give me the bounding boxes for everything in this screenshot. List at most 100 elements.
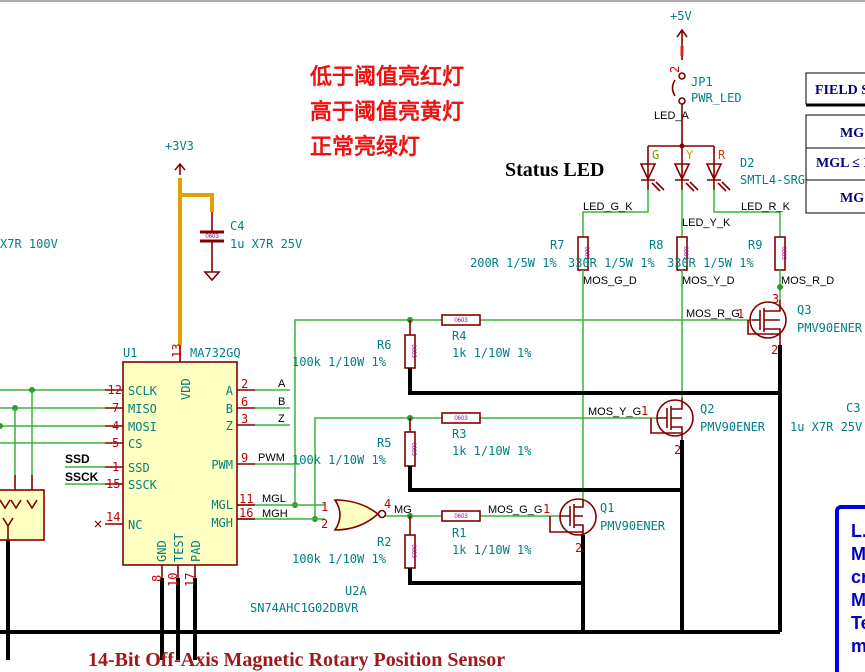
resistor-r8[interactable]: 0603 R8 330R 1/5W 1% [568,236,688,271]
resistors-footprint-label: 0603 [583,246,589,260]
mosfets-pin2-label: 2 [674,443,681,457]
resistors-footprint-label: 0603 [454,416,468,422]
resistors-r7-value-label: 200R 1/5W 1% [470,256,557,270]
mosfet-q1[interactable]: MOS_G_G 1 2 Q1 PMV90ENER [488,498,666,555]
u1-pins_left-6-name-label: NC [128,518,142,532]
resistors-r4-value-label: 1k 1/10W 1% [452,346,532,360]
u1-pins_bottom-0-name-label: GND [155,540,169,562]
nets-z-label: Z [278,413,285,425]
led-d2: G Y R D2 SMTL4-SRGY [639,148,813,192]
resistors-r2-ref-label: R2 [377,535,391,549]
resistor-r1[interactable]: 0603 R1 1k 1/10W 1% [441,510,532,557]
u1-pins_left-3-name-label: CS [128,437,142,451]
resistor-r2[interactable]: 0603 R2 100k 1/10W 1% [292,534,416,569]
resistor-r6[interactable]: 0603 R6 100k 1/10W 1% [292,334,416,369]
d2-g-label: G [652,148,659,162]
nets-mos_g_g-label: MOS_G_G [488,504,542,516]
table-header-label: FIELD S [815,83,865,98]
resistors-r8-ref-label: R8 [649,238,663,252]
resistor-r9[interactable]: 0603 R9 330R 1/5W 1% [667,236,786,271]
nets-mos_y_g-label: MOS_Y_G [588,406,641,418]
jp1-pin2-label: 2 [668,66,682,73]
resistor-r5[interactable]: 0603 R5 100k 1/10W 1% [292,431,416,467]
u1-pins_left-3-num-label: 5 [112,436,119,450]
u2a-in2-label: 2 [321,517,328,531]
mosfets-q1-value-label: PMV90ENER [600,519,666,533]
nets-a-label: A [278,378,286,390]
resistors-r3-ref-label: R3 [452,427,466,441]
jp1-ref: JP1 [691,75,713,89]
u1-ref-label: U1 [123,346,137,360]
u1-pins_right-5-name-label: MGH [211,516,233,530]
no-connect-icon [94,520,102,528]
resistors-footprint-label: 0603 [780,246,786,260]
jumper-jp1[interactable]: +5V 2 JP1 PWR_LED [668,9,742,105]
blue_note-2-label: cr [851,567,865,587]
u2a-in1-label: 1 [321,500,328,514]
resistors-r1-value-label: 1k 1/10W 1% [452,543,532,557]
net-led-a: LED_A [654,110,690,122]
u1-pins_left-2-name-label: MOSI [128,420,157,434]
resistors-r4-ref-label: R4 [452,329,466,343]
caps-c4-ref-label: C4 [230,219,244,233]
power-5v-label: +5V [670,9,692,23]
u1-pins_right-5-num-label: 16 [239,506,253,520]
u2a-value-label: SN74AHC1G02DBVR [250,601,359,615]
u1-pins_bottom-2-num-label: 17 [183,573,197,587]
mosfets-pin2-label: 2 [771,343,778,357]
resistors-r7-ref-label: R7 [550,238,564,252]
mosfet-q3[interactable]: MOS_R_G 1 3 2 Q3 PMV90ENER [686,292,863,357]
u1-pins_right-0-num-label: 2 [241,377,248,391]
resistors-footprint-label: 0603 [454,318,468,324]
nets-ssck-label: SSCK [65,470,99,484]
nets-mg-label: MG [394,504,412,516]
capacitor-c4[interactable]: 0603 C4 1u X7R 25V [200,212,302,282]
power-3v3-label: +3V3 [165,139,194,153]
resistors-r8-value-label: 330R 1/5W 1% [568,256,655,270]
nets-ssd-label: SSD [65,452,90,466]
jp1-value: PWR_LED [691,91,742,105]
nets-mgh-label: MGH [262,508,288,520]
blue_note-3-label: M [851,590,865,610]
c3-value: 1u X7R 25V [790,420,862,434]
resistors-r1-ref-label: R1 [452,526,466,540]
caps-c4-value-label: 1u X7R 25V [230,237,302,251]
nets-b-label: B [278,396,285,408]
u1-pins_right-2-name-label: Z [226,419,233,433]
mosfets-pin3-label: 3 [772,292,779,306]
c3-ref: C3 [846,401,860,415]
blue_note-5-label: m [851,636,865,656]
resistors-footprint-label: 0603 [410,344,416,358]
nets-led_r_k-label: LED_R_K [741,201,791,213]
resistors-r9-ref-label: R9 [748,238,762,252]
u1-pins_right-0-name-label: A [226,384,234,398]
u1-pins_right-4-name-label: MGL [211,498,233,512]
nets-mgl-label: MGL [262,493,286,505]
nets-mos_y_d-label: MOS_Y_D [682,275,735,287]
resistors-footprint-label: 0603 [410,544,416,558]
u1-pins_left-2-num-label: 4 [112,419,119,433]
resistors-r6-value-label: 100k 1/10W 1% [292,355,387,369]
mosfets-q3-ref-label: Q3 [797,303,811,317]
u1-pins_left-0-name-label: SCLK [128,384,158,398]
note-line-2: 高于阈值亮黄灯 [310,99,464,125]
u1-pins_right-2-num-label: 3 [241,412,248,426]
mosfets-pin1-label: 1 [641,404,648,418]
d2-y-label: Y [686,148,694,162]
u1-pins_left-1-name-label: MISO [128,402,157,416]
resistor-r4[interactable]: 0603 R4 1k 1/10W 1% [441,314,532,360]
u1-pin_top-num-label: 13 [170,344,184,358]
tvs-diode-array [0,475,45,541]
u1-pins_left-1-num-label: 7 [112,401,119,415]
sheet-title: 14-Bit Off-Axis Magnetic Rotary Position… [88,649,505,671]
led-behavior-note: 低于阈值亮红灯 高于阈值亮黄灯 正常亮绿灯 [309,64,464,160]
u1-pins_left-6-num-label: 14 [106,510,120,524]
u1-pins_bottom-2-name-label: PAD [189,540,203,562]
mosfet-q2[interactable]: MOS_Y_G 1 2 Q2 PMV90ENER [588,398,766,457]
ic-u1-ma732gq[interactable]: U1 MA732GQ 13 VDD 12 SCLK 7 MISO 4 MOSI … [0,344,300,587]
resistor-r3[interactable]: 0603 R3 1k 1/10W 1% [441,412,532,458]
mosfets-pin1-label: 1 [543,502,550,516]
mosfets-q2-ref-label: Q2 [700,402,714,416]
u2a-out-label: 4 [384,497,391,511]
cap-value-left: X7R 100V [0,237,58,251]
